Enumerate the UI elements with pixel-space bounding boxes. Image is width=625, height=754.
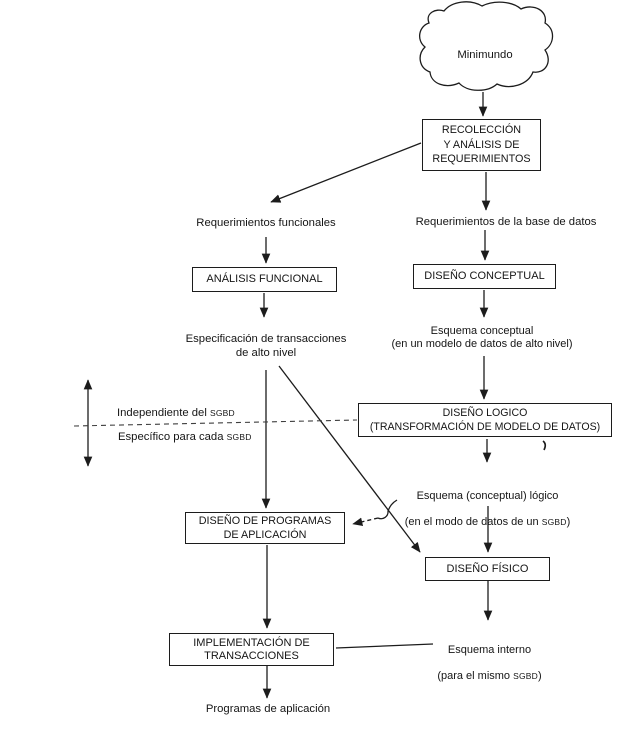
- esquema-interno-sgbd: SGBD: [513, 671, 538, 681]
- label-esquema-interno: Esquema interno (para el mismo SGBD): [402, 631, 577, 683]
- box-diseno-fisico: DISEÑO FÍSICO: [425, 557, 550, 581]
- box-diseno-logico: DISEÑO LOGICO (TRANSFORMACIÓN DE MODELO …: [358, 403, 612, 437]
- label-requerimientos-funcionales: Requerimientos funcionales: [196, 217, 336, 229]
- arrow-especificacion-to-fisico: [278, 365, 421, 553]
- esquema-logico-sgbd: SGBD: [541, 517, 567, 527]
- label-programas-aplicacion: Programas de aplicación: [205, 703, 331, 715]
- label-requerimientos-base-datos: Requerimientos de la base de datos: [415, 216, 597, 228]
- label-especificacion-transacciones: Especificación de transacciones de alto …: [185, 333, 347, 359]
- esquema-interno-line1: Esquema interno: [447, 644, 532, 656]
- label-esquema-conceptual: Esquema conceptual (en un modelo de dato…: [391, 325, 573, 350]
- arrow-recoleccion-to-req-funcionales: [270, 142, 422, 203]
- line-implementacion-to-esquema-interno: [335, 643, 434, 649]
- esquema-interno-line2-pre: (para el mismo: [437, 670, 514, 682]
- arrow-esquema-logico-to-programas: [352, 517, 379, 526]
- label-especifico-sgbd: Específico para cada SGBD: [118, 430, 252, 444]
- miniworld-cloud-shape: [419, 1, 554, 91]
- ink-mark: [542, 440, 547, 451]
- box-analisis-funcional: ANÁLISIS FUNCIONAL: [192, 267, 337, 292]
- box-implementacion-transacciones: IMPLEMENTACIÓN DE TRANSACCIONES: [169, 633, 334, 666]
- independiente-text: Independiente del: [117, 407, 210, 419]
- miniworld-label: Minimundo: [457, 49, 513, 61]
- especifico-sgbd: SGBD: [226, 432, 252, 442]
- box-diseno-programas: DISEÑO DE PROGRAMAS DE APLICACIÓN: [185, 512, 345, 544]
- esquema-logico-line1: Esquema (conceptual) lógico: [416, 490, 559, 502]
- box-recoleccion-requerimientos: RECOLECCIÓN Y ANÁLISIS DE REQUERIMIENTOS: [422, 119, 541, 171]
- hop-curve-esquema-logico: [377, 499, 398, 520]
- label-independiente-sgbd: Independiente del SGBD: [117, 406, 235, 420]
- esquema-interno-line2-post: ): [538, 670, 542, 682]
- esquema-logico-line2-post: ): [566, 516, 571, 528]
- independiente-sgbd: SGBD: [209, 408, 235, 418]
- especifico-text: Específico para cada: [118, 431, 227, 443]
- label-esquema-logico: Esquema (conceptual) lógico (en el modo …: [375, 477, 600, 529]
- esquema-logico-line2-pre: (en el modo de datos de un: [404, 516, 542, 528]
- dashed-sgbd-separator-line: [73, 419, 358, 427]
- box-diseno-conceptual: DISEÑO CONCEPTUAL: [413, 264, 556, 289]
